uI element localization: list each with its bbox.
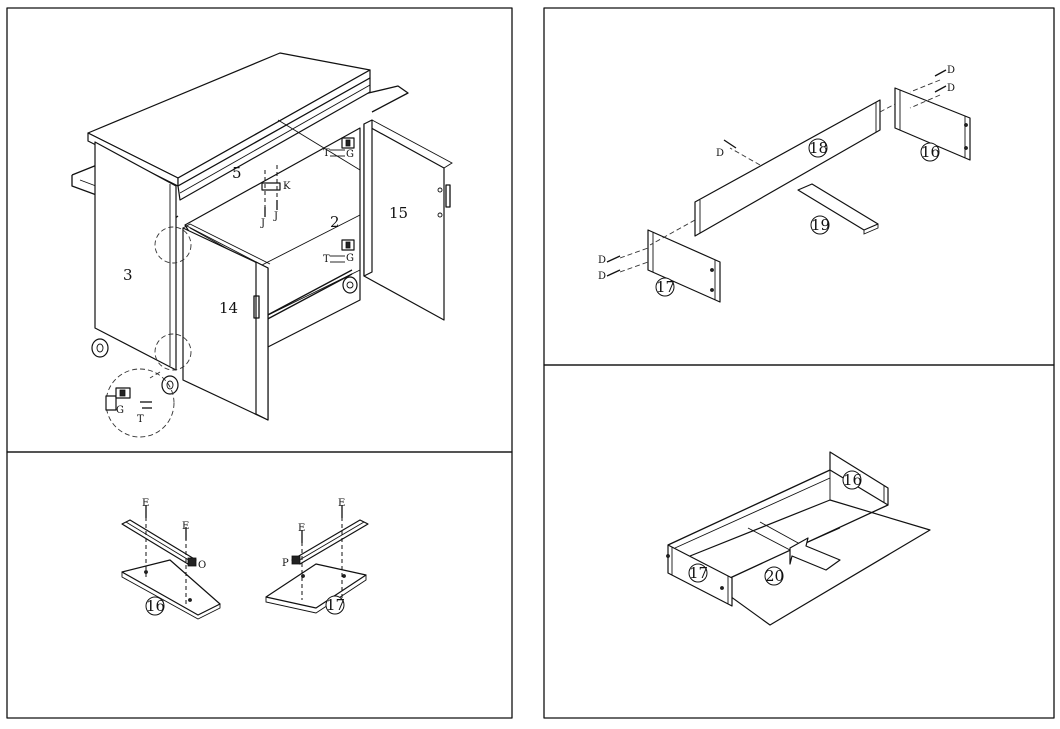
detail-callout-circle: [154, 333, 192, 371]
slides-hardware-labels: E E O E E P: [142, 498, 345, 571]
hardware-label: D: [947, 65, 955, 76]
part-number: 15: [389, 204, 408, 222]
hinge-lower: [330, 239, 355, 263]
cabinet-drawing: [71, 52, 453, 438]
hardware-label: J: [260, 218, 265, 229]
drawer-bottom-part-numbers: 16 17 20: [688, 470, 862, 586]
hardware-label: E: [142, 498, 149, 509]
hardware-label: T: [323, 254, 330, 265]
hardware-label: K: [283, 181, 291, 192]
hardware-label: E: [182, 521, 189, 532]
part-number: 16: [921, 143, 940, 161]
part-number: 17: [656, 278, 675, 296]
part-number: 16: [146, 597, 165, 615]
part-number: 19: [811, 216, 830, 234]
hardware-label: J: [273, 211, 278, 222]
part-number: 17: [326, 596, 345, 614]
part-number: 2: [330, 213, 340, 231]
hardware-label: T: [323, 148, 330, 159]
panel-slides-frame: [6, 451, 513, 719]
hardware-label: P: [282, 558, 289, 569]
hardware-label: D: [947, 83, 955, 94]
part-number: 5: [232, 164, 242, 182]
drawer-parts-part-numbers: 18 16 19 17: [655, 138, 940, 297]
cabinet-part-numbers: 5 2 3 14 15: [123, 164, 408, 317]
caster-wheel: [342, 276, 358, 294]
hardware-label: D: [716, 148, 724, 159]
part-number: 16: [843, 471, 862, 489]
panel-drawer-bottom-frame: [543, 364, 1055, 719]
detail-callout-circle: [154, 226, 192, 264]
hardware-label: O: [198, 560, 206, 571]
drawer-bottom-drawing: [666, 451, 931, 626]
part-number: 3: [123, 266, 133, 284]
part-number: 17: [689, 564, 708, 582]
caster-wheel: [91, 338, 109, 358]
slides-part-numbers: 16 17: [145, 595, 345, 616]
panel-drawer-parts-frame: [543, 7, 1055, 366]
hardware-label: E: [298, 523, 305, 534]
hardware-label: D: [598, 271, 606, 282]
hardware-label: G: [346, 253, 354, 264]
hardware-label: G: [116, 405, 124, 416]
hardware-label: E: [338, 498, 345, 509]
hardware-label: G: [346, 149, 354, 160]
cabinet-hardware-labels: K J J T G T G G T: [116, 148, 354, 425]
hardware-label: T: [137, 414, 144, 425]
drawer-parts-drawing: [606, 69, 971, 303]
handle-k: [261, 165, 281, 217]
hardware-label: D: [598, 255, 606, 266]
slide-right-drawing: [265, 505, 369, 614]
part-number: 20: [765, 567, 784, 585]
part-number: 14: [219, 299, 238, 317]
hinge-detail: [105, 387, 152, 411]
part-number: 18: [809, 139, 828, 157]
slide-left-drawing: [121, 505, 221, 620]
hinge-upper: [330, 137, 355, 157]
caster-wheel: [161, 375, 179, 395]
drawer-parts-hardware-labels: D D D D D: [598, 65, 955, 282]
